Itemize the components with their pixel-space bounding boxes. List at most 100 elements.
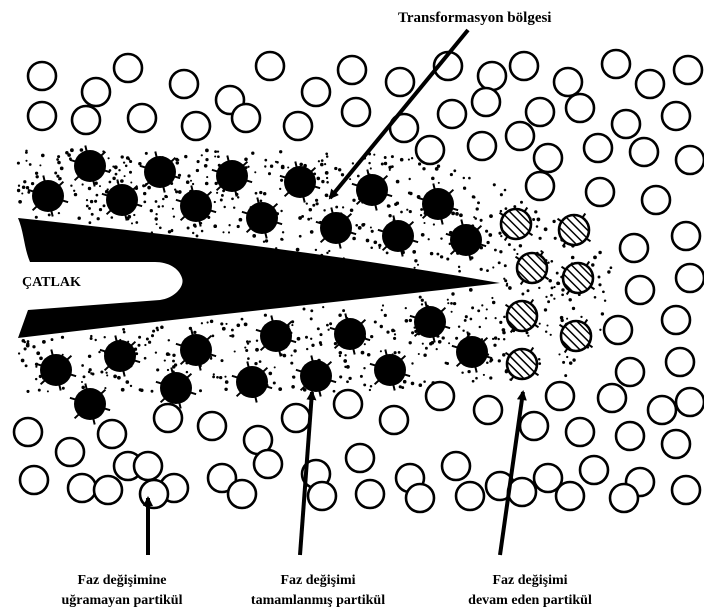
stipple-dot xyxy=(114,165,118,169)
stipple-dot xyxy=(477,201,480,204)
untransformed-particle xyxy=(676,388,704,416)
stipple-dot xyxy=(508,286,512,290)
stipple-dot xyxy=(130,181,132,183)
stipple-dot xyxy=(256,339,258,341)
stipple-dot xyxy=(219,376,222,379)
stipple-dot xyxy=(306,348,308,350)
transformed-particle-spike xyxy=(115,336,116,342)
stipple-dot xyxy=(458,325,460,327)
stipple-dot xyxy=(138,162,141,165)
untransformed-particle xyxy=(604,316,632,344)
stipple-dot xyxy=(39,356,43,360)
stipple-dot xyxy=(254,171,256,173)
stipple-dot xyxy=(468,177,471,180)
transformed-particle-spike xyxy=(227,156,228,162)
stipple-dot xyxy=(212,335,215,338)
untransformed-particle xyxy=(584,134,612,162)
stipple-dot xyxy=(572,358,575,361)
stipple-dot xyxy=(527,289,530,292)
stipple-dot xyxy=(398,351,401,354)
untransformed-particle xyxy=(114,54,142,82)
stipple-dot xyxy=(513,248,515,250)
stipple-dot xyxy=(538,358,541,361)
stipple-dot xyxy=(373,240,377,244)
stipple-dot xyxy=(130,385,132,387)
stipple-dot xyxy=(352,237,356,241)
stipple-dot xyxy=(228,231,230,233)
untransformed-particle xyxy=(20,466,48,494)
stipple-dot xyxy=(419,296,422,299)
stipple-dot xyxy=(228,224,230,226)
stipple-dot xyxy=(363,223,366,226)
transformed-particle-spike xyxy=(155,152,156,158)
stipple-dot xyxy=(494,249,497,252)
untransformed-particle xyxy=(438,100,466,128)
stipple-dot xyxy=(486,361,489,364)
stipple-dot xyxy=(411,362,413,364)
stipple-dot xyxy=(500,235,502,237)
stipple-dot xyxy=(35,172,38,175)
stipple-dot xyxy=(178,174,181,177)
stipple-dot xyxy=(223,206,225,208)
stipple-dot xyxy=(394,351,397,354)
stipple-dot xyxy=(166,352,170,356)
stipple-dot xyxy=(500,193,503,196)
stipple-dot xyxy=(418,162,421,165)
stipple-dot xyxy=(394,333,396,335)
stipple-dot xyxy=(214,201,216,203)
untransformed-particle xyxy=(520,412,548,440)
stipple-dot xyxy=(26,344,30,348)
stipple-dot xyxy=(121,155,124,158)
stipple-dot xyxy=(204,164,208,168)
untransformed-particle xyxy=(626,276,654,304)
stipple-dot xyxy=(229,335,231,337)
transformed-particle-spike xyxy=(247,362,248,368)
transformed-particle-spike xyxy=(295,162,296,168)
stipple-dot xyxy=(234,350,236,352)
stipple-dot xyxy=(598,283,601,286)
stipple-dot xyxy=(39,164,41,166)
transformed-particle-spike xyxy=(469,255,470,261)
stipple-dot xyxy=(431,177,435,181)
stipple-dot xyxy=(473,216,475,218)
stipple-dot xyxy=(127,215,131,219)
untransformed-label-line2: uğramayan partikül xyxy=(62,593,183,608)
transformed-particle-spike xyxy=(75,414,79,418)
stipple-dot xyxy=(113,375,117,379)
stipple-dot xyxy=(610,266,613,269)
stipple-dot xyxy=(453,169,456,172)
untransformed-particle xyxy=(506,122,534,150)
transformed-particle-spike xyxy=(375,205,376,211)
stipple-dot xyxy=(601,312,604,315)
stipple-dot xyxy=(80,148,84,152)
untransformed-particle xyxy=(662,102,690,130)
stipple-dot xyxy=(231,197,234,200)
stipple-dot xyxy=(155,213,157,215)
stipple-dot xyxy=(67,153,71,157)
stipple-dot xyxy=(477,309,480,312)
transformed-particle-spike xyxy=(265,233,266,239)
stipple-dot xyxy=(499,321,502,324)
untransformed-particle xyxy=(662,430,690,458)
stipple-dot xyxy=(572,307,575,310)
stipple-dot xyxy=(74,193,77,196)
stipple-dot xyxy=(346,380,349,383)
stipple-dot xyxy=(36,351,40,355)
stipple-dot xyxy=(81,381,83,383)
stipple-dot xyxy=(175,190,178,193)
untransformed-particle xyxy=(546,382,574,410)
stipple-dot xyxy=(462,330,464,332)
stipple-dot xyxy=(193,331,196,334)
transforming-particle xyxy=(517,253,547,283)
stipple-dot xyxy=(58,212,60,214)
stipple-dot xyxy=(326,324,329,327)
stipple-dot xyxy=(409,319,412,322)
stipple-dot xyxy=(363,383,366,386)
stipple-dot xyxy=(301,215,304,218)
stipple-dot xyxy=(472,380,475,383)
untransformed-particle xyxy=(554,68,582,96)
stipple-dot xyxy=(56,158,59,161)
untransformed-particle xyxy=(526,172,554,200)
stipple-dot xyxy=(495,317,497,319)
stipple-dot xyxy=(222,327,226,331)
